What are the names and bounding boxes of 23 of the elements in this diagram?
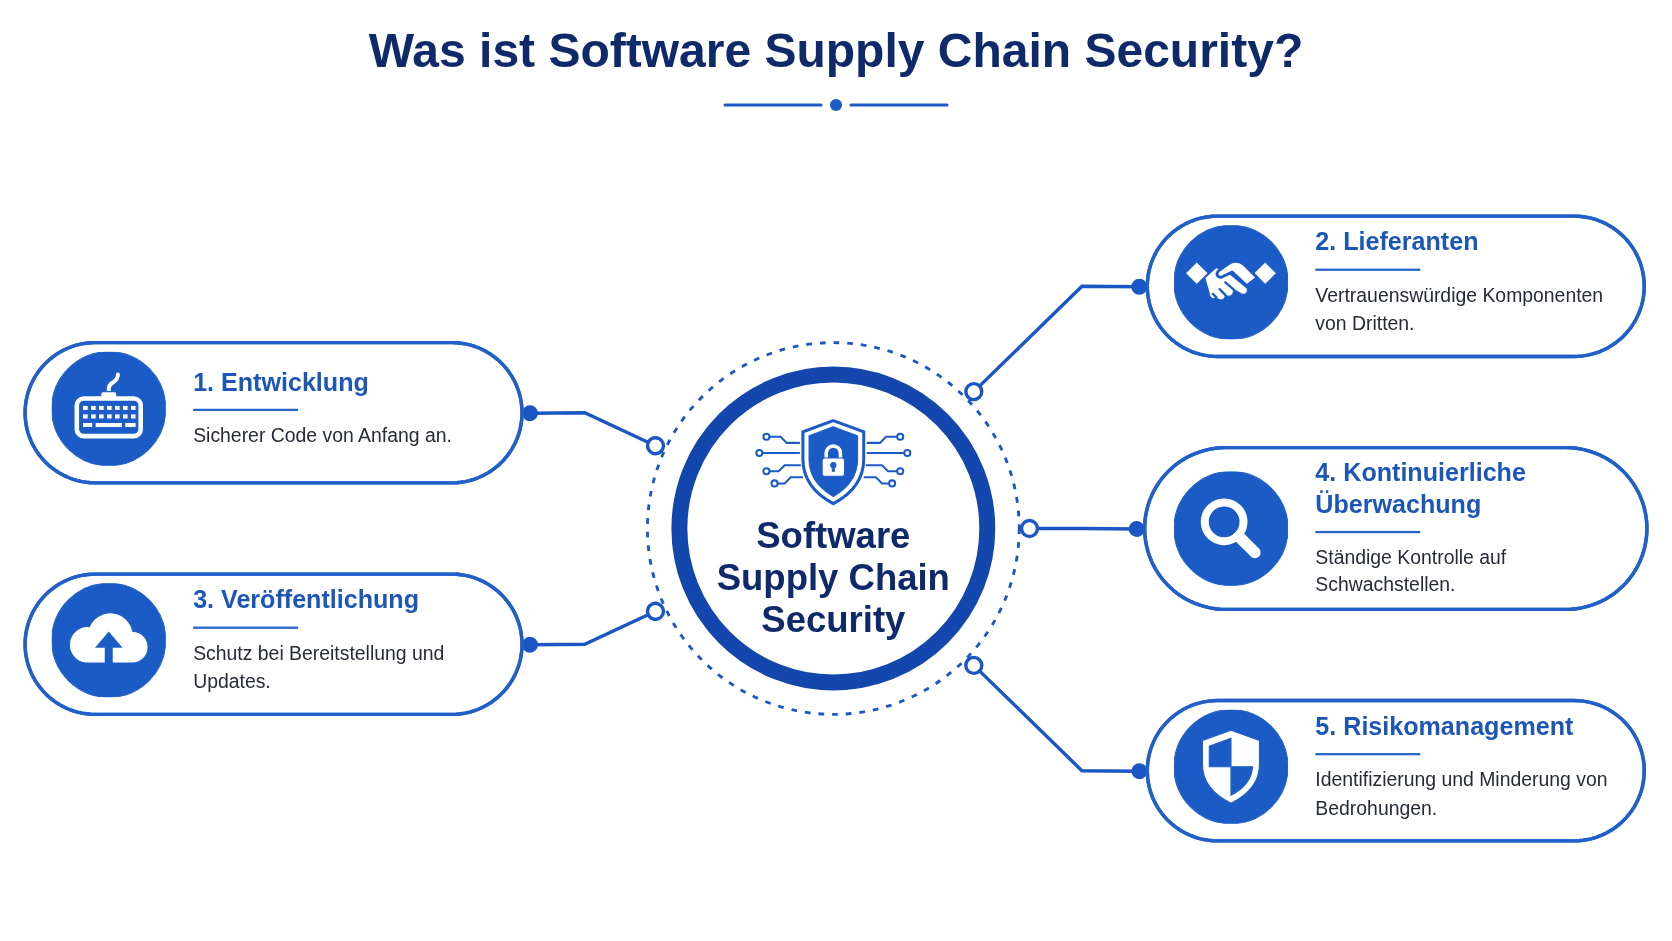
- card-description: Schutz bei Bereitstellung und Updates.: [193, 641, 446, 695]
- connector-line: [1019, 518, 1145, 539]
- card-description: Vertrauenswürdige Komponenten von Dritten.: [1315, 283, 1605, 337]
- card-description: Identifizierung und Minderung von Bedrohungen.: [1315, 767, 1609, 821]
- card-description: Ständige Kontrolle auf Schwachstellen.: [1315, 545, 1508, 599]
- step-card: [1145, 214, 1646, 359]
- connector-line: [964, 278, 1148, 402]
- card-heading: 2. Lieferanten: [1315, 226, 1479, 258]
- connector-line: [522, 405, 666, 456]
- connector-line: [964, 655, 1148, 780]
- card-heading: 1. Entwicklung: [193, 366, 369, 399]
- hub-circle: [646, 341, 1021, 716]
- card-heading: 4. Kontinuierliche Überwachung: [1315, 456, 1527, 520]
- page-title: Was ist Software Supply Chain Security?: [368, 23, 1304, 79]
- card-heading: 3. Veröffentlichung: [193, 584, 419, 616]
- step-card: [23, 340, 524, 485]
- card-description: Sicherer Code von Anfang an.: [193, 423, 452, 449]
- step-card: [23, 572, 524, 717]
- card-heading: 5. Risikomanagement: [1315, 710, 1574, 743]
- step-card: [1142, 445, 1649, 612]
- connector-line: [522, 601, 666, 653]
- hub-title: Software Supply Chain Security: [715, 514, 951, 641]
- step-card: [1145, 698, 1646, 843]
